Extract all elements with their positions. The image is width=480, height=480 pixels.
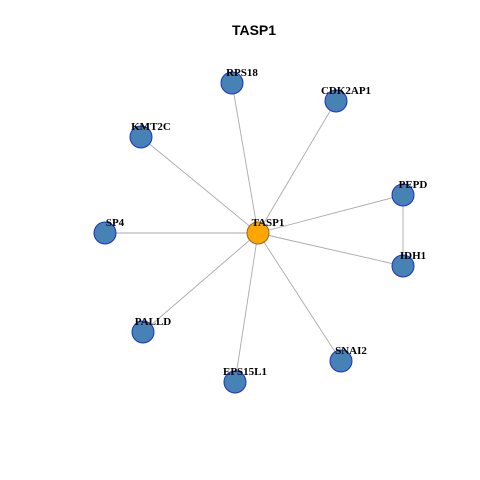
node-rps18: [220, 71, 244, 95]
node-label-sp4: SP4: [106, 217, 125, 229]
edge-tasp1-palld: [142, 232, 259, 333]
node-label-kmt2c: KMT2C: [131, 121, 171, 133]
edge-tasp1-snai2: [257, 232, 342, 362]
edge-tasp1-rps18: [231, 82, 259, 234]
node-cdk2ap1: [324, 89, 348, 113]
node-tasp1: [246, 221, 270, 245]
node-label-idh1: IDH1: [400, 250, 426, 262]
graph-title: TASP1: [232, 22, 276, 38]
node-label-palld: PALLD: [135, 316, 172, 328]
node-label-eps15l1: EPS15L1: [223, 366, 267, 378]
node-snai2: [329, 349, 353, 373]
edge-tasp1-kmt2c: [140, 136, 259, 234]
node-label-tasp1: TASP1: [252, 217, 285, 229]
node-palld: [131, 320, 155, 344]
node-sp4: [93, 221, 117, 245]
edge-tasp1-cdk2ap1: [257, 100, 337, 234]
node-kmt2c: [129, 125, 153, 149]
node-label-pepd: PEPD: [399, 179, 428, 191]
node-idh1: [391, 254, 415, 278]
edge-tasp1-idh1: [257, 232, 404, 267]
node-label-snai2: SNAI2: [335, 345, 367, 357]
node-eps15l1: [223, 370, 247, 394]
edges-layer: [105, 82, 404, 383]
nodes-layer: [93, 71, 415, 394]
node-pepd: [391, 183, 415, 207]
edge-tasp1-pepd: [257, 194, 404, 234]
node-label-cdk2ap1: CDK2AP1: [321, 85, 371, 97]
node-label-rps18: RPS18: [226, 67, 258, 79]
edge-tasp1-eps15l1: [234, 232, 259, 383]
